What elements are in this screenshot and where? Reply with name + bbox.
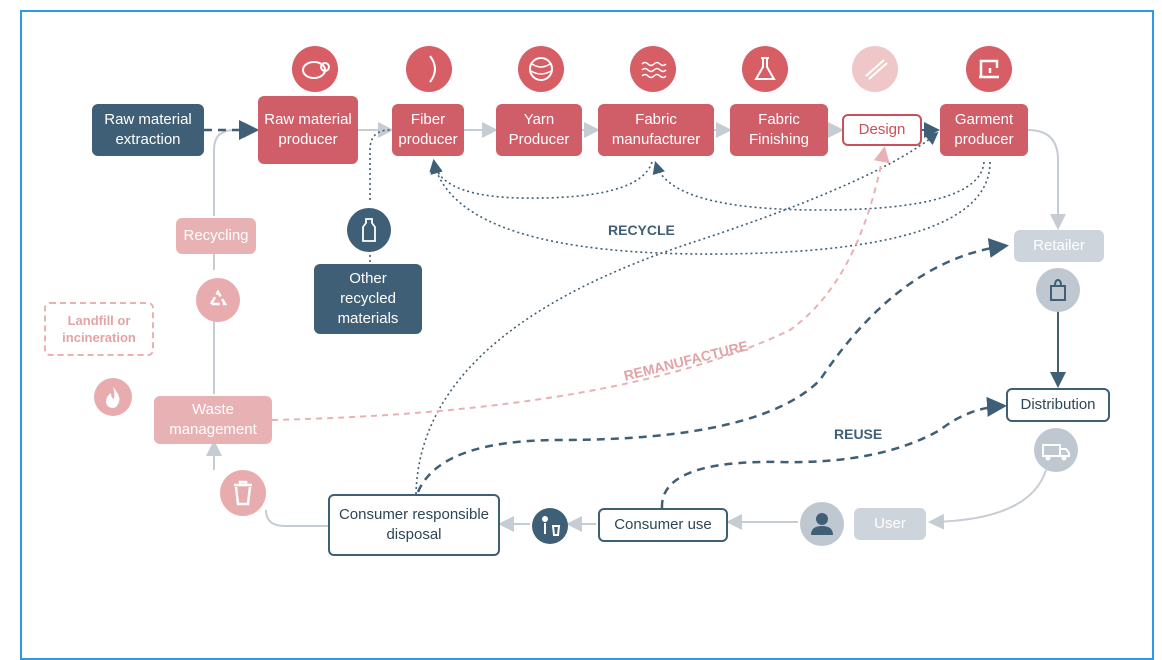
- consumer-disposal-node: Consumer responsible disposal: [328, 494, 500, 556]
- truck-icon: [1034, 428, 1078, 472]
- fire-icon: [94, 378, 132, 416]
- sheep-icon: [292, 46, 338, 92]
- person-icon: [800, 502, 844, 546]
- other-recycled-materials-node: Other recycled materials: [314, 264, 422, 334]
- raw-material-producer-node: Raw material producer: [258, 96, 358, 164]
- shopping-bag-icon: [1036, 268, 1080, 312]
- garment-producer-node: Garment producer: [940, 104, 1028, 156]
- distribution-node: Distribution: [1006, 388, 1110, 422]
- recycle-loops: [415, 131, 991, 495]
- user-node: User: [854, 508, 926, 540]
- recycle-icon: [196, 278, 240, 322]
- trash-disposal-icon: [532, 508, 568, 544]
- recycling-node: Recycling: [176, 218, 256, 254]
- yarn-ball-icon: [518, 46, 564, 92]
- reuse-paths: [416, 238, 1009, 509]
- raw-material-extraction-node: Raw material extraction: [92, 104, 204, 156]
- fabric-roll-icon: [852, 46, 898, 92]
- consumer-use-node: Consumer use: [598, 508, 728, 542]
- remanufacture-path: [271, 146, 890, 421]
- fiber-icon: [406, 46, 452, 92]
- fiber-producer-node: Fiber producer: [392, 104, 464, 156]
- fabric-finishing-node: Fabric Finishing: [730, 104, 828, 156]
- retailer-node: Retailer: [1014, 230, 1104, 262]
- fabric-wave-icon: [630, 46, 676, 92]
- reuse-label: REUSE: [834, 426, 883, 442]
- bottle-icon: [347, 208, 391, 252]
- landfill-node: Landfill or incineration: [44, 302, 154, 356]
- fabric-manufacturer-node: Fabric manufacturer: [598, 104, 714, 156]
- recycle-label: RECYCLE: [608, 222, 675, 238]
- trash-bin-icon: [220, 470, 266, 516]
- flask-icon: [742, 46, 788, 92]
- sewing-machine-icon: [966, 46, 1012, 92]
- yarn-producer-node: Yarn Producer: [496, 104, 582, 156]
- waste-management-node: Waste management: [154, 396, 272, 444]
- design-node: Design: [842, 114, 922, 146]
